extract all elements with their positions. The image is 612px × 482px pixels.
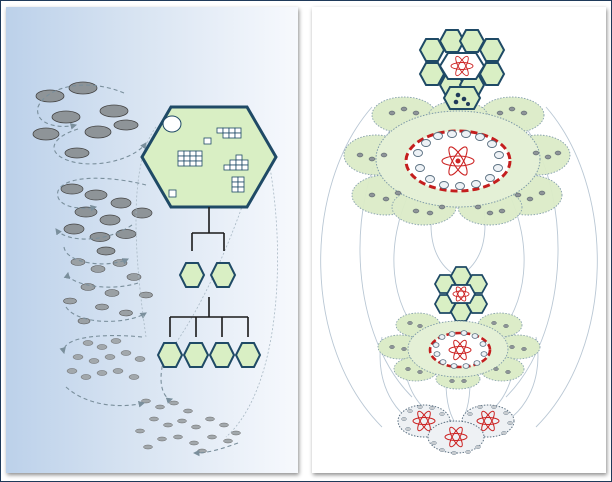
tree-connectors <box>169 207 249 337</box>
top-cluster <box>343 96 571 226</box>
bottom-cluster <box>397 404 515 455</box>
middle-cluster <box>377 312 541 390</box>
node-cluster-bottom <box>66 338 241 454</box>
tree-hexagons-level-2 <box>156 342 262 368</box>
flow-arrows <box>37 84 239 457</box>
node-cluster-lower <box>63 258 153 325</box>
middle-honeycomb-atom-icon <box>452 286 470 302</box>
top-honeycomb-tree-icon <box>442 86 482 110</box>
left-panel <box>6 7 298 473</box>
middle-atom-icon <box>448 339 472 361</box>
cell-hexagon <box>140 105 278 209</box>
middle-honeycomb <box>433 266 489 322</box>
left-diagram <box>32 81 278 457</box>
atom-icon <box>441 146 475 176</box>
bottom-atom-icons <box>412 410 500 448</box>
tree-hexagons-level-1 <box>178 262 237 288</box>
node-cluster-top <box>32 81 139 159</box>
node-cluster-mid <box>60 183 153 256</box>
right-panel <box>312 7 606 473</box>
right-diagram <box>320 29 598 455</box>
top-honeycomb-atom-icon <box>450 55 474 77</box>
